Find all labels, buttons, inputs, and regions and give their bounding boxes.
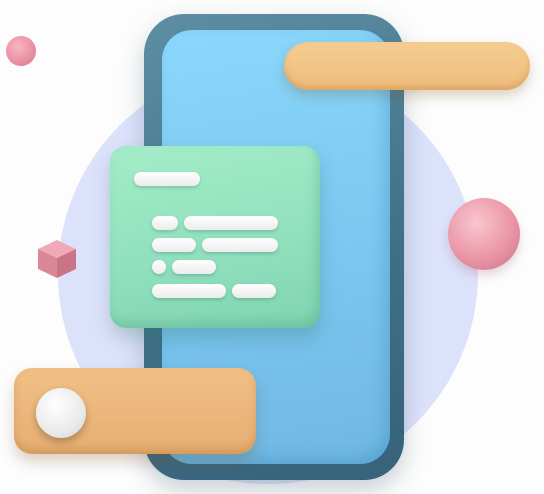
large-pink-sphere-icon	[448, 198, 520, 270]
card-text-line	[184, 216, 278, 230]
card-text-line	[152, 238, 196, 252]
card-text-line	[152, 284, 226, 298]
card-text-line	[232, 284, 276, 298]
card-text-line	[152, 260, 166, 274]
card-title-line	[134, 172, 200, 186]
card-text-line	[152, 216, 178, 230]
toggle-knob-icon[interactable]	[36, 388, 86, 438]
card-text-line	[172, 260, 216, 274]
pink-cube-icon	[38, 240, 76, 278]
small-pink-sphere-icon	[6, 36, 36, 66]
top-search-bar[interactable]	[284, 42, 530, 90]
card-text-line	[202, 238, 278, 252]
